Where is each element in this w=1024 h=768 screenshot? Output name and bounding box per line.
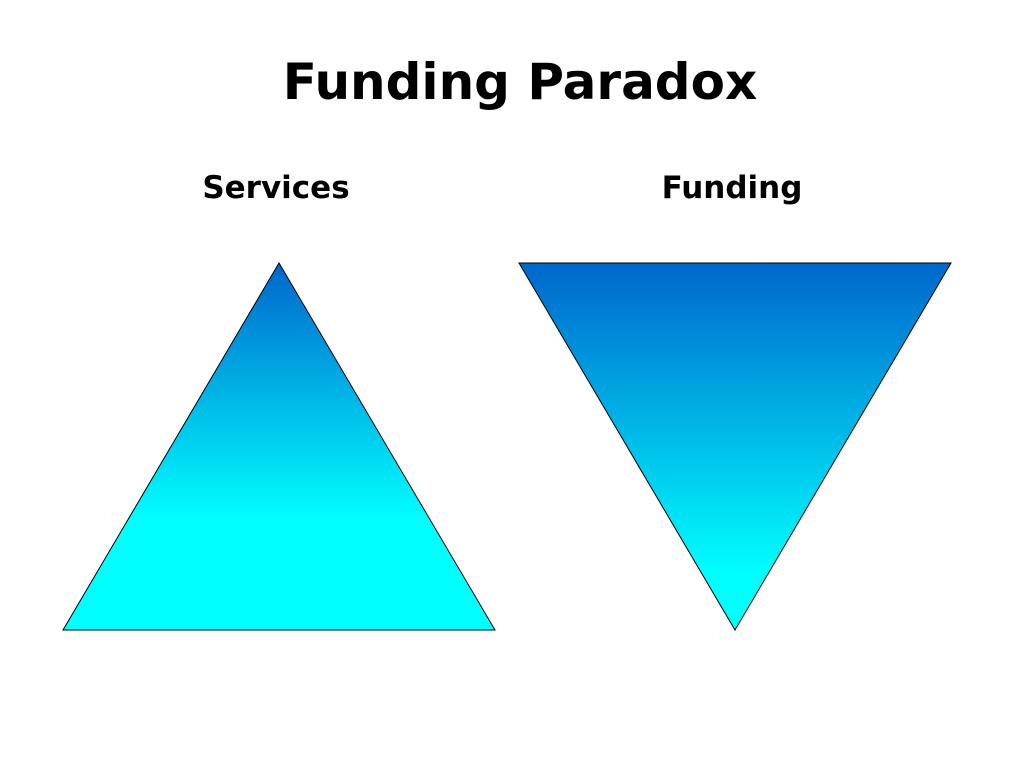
funding-triangle (518, 262, 952, 631)
funding-label: Funding (661, 170, 803, 206)
services-label: Services (202, 170, 350, 206)
services-triangle (62, 262, 496, 631)
slide-title: Funding Paradox (282, 53, 758, 111)
